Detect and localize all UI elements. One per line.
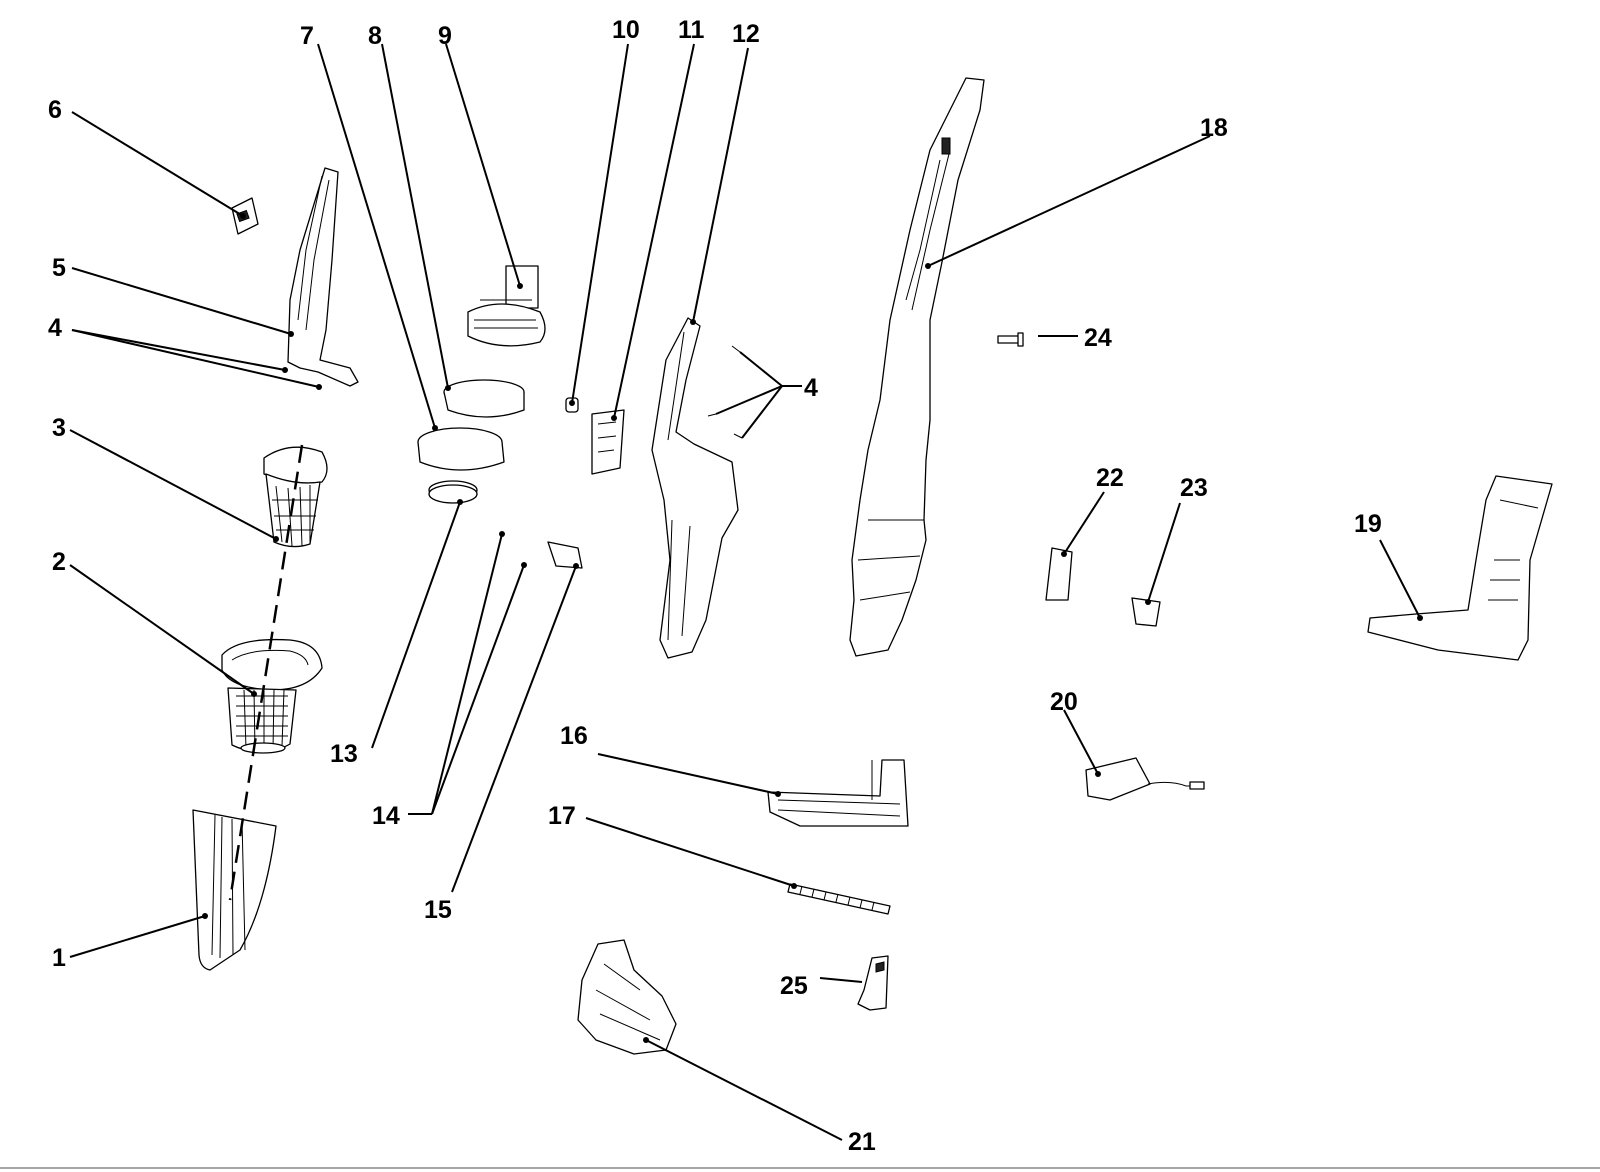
callout-3: 3	[52, 414, 66, 442]
callout-4-left: 4	[48, 314, 62, 342]
part-11-circuit-board	[591, 409, 625, 475]
part-5-side-panel	[287, 167, 359, 387]
part-12-handle-housing	[651, 317, 739, 659]
callout-18: 18	[1200, 114, 1228, 142]
callout-9: 9	[438, 22, 452, 50]
part-13-o-ring	[428, 480, 478, 504]
callout-10: 10	[612, 16, 640, 44]
callout-25: 25	[780, 972, 808, 1000]
leader-lines	[69, 43, 1421, 1141]
assembly-axis-dashed-line	[228, 444, 304, 901]
callout-11: 11	[678, 16, 705, 44]
part-9-motor-assembly	[467, 265, 546, 347]
leader-endpoints	[202, 213, 1423, 1043]
part-25-clip	[857, 955, 889, 1011]
part-22-cap	[1045, 547, 1073, 601]
part-8-seal	[443, 379, 525, 418]
callout-12: 12	[732, 20, 760, 48]
part-19-base-stand	[1367, 475, 1553, 661]
part-4-screws-right	[707, 345, 743, 439]
callout-13: 13	[330, 740, 358, 768]
callout-14: 14	[372, 802, 400, 830]
part-15-latch	[547, 541, 583, 569]
part-20-charger-adapter	[1085, 757, 1205, 801]
part-18-stick-body	[849, 77, 985, 657]
callout-22: 22	[1096, 464, 1124, 492]
part-1-dust-bin	[192, 809, 277, 971]
part-14-screws	[499, 531, 527, 568]
callout-17: 17	[548, 802, 576, 830]
part-16-floor-head	[767, 759, 909, 827]
callout-labels: 1 2 3 4 4 5 6 7 8 9 10 11 12 13 14 15 16…	[48, 16, 1382, 1156]
part-17-brush-roll	[787, 883, 891, 915]
callout-8: 8	[368, 22, 382, 50]
callout-15: 15	[424, 896, 452, 924]
part-21-motor-housing	[577, 939, 677, 1055]
callout-6: 6	[48, 96, 62, 124]
callout-20: 20	[1050, 688, 1078, 716]
callout-2: 2	[52, 548, 66, 576]
callout-16: 16	[560, 722, 588, 750]
part-24-pin	[997, 332, 1024, 347]
callout-19: 19	[1354, 510, 1382, 538]
callout-7: 7	[300, 22, 314, 50]
callout-1: 1	[52, 944, 66, 972]
part-7-ring	[417, 427, 505, 471]
callout-23: 23	[1180, 474, 1208, 502]
callout-4-right: 4	[804, 374, 818, 402]
callout-21: 21	[848, 1128, 876, 1156]
part-3-prefilter	[263, 446, 328, 548]
part-2-cyclone-filter	[221, 638, 323, 754]
callout-5: 5	[52, 254, 66, 282]
callout-24: 24	[1084, 324, 1112, 352]
